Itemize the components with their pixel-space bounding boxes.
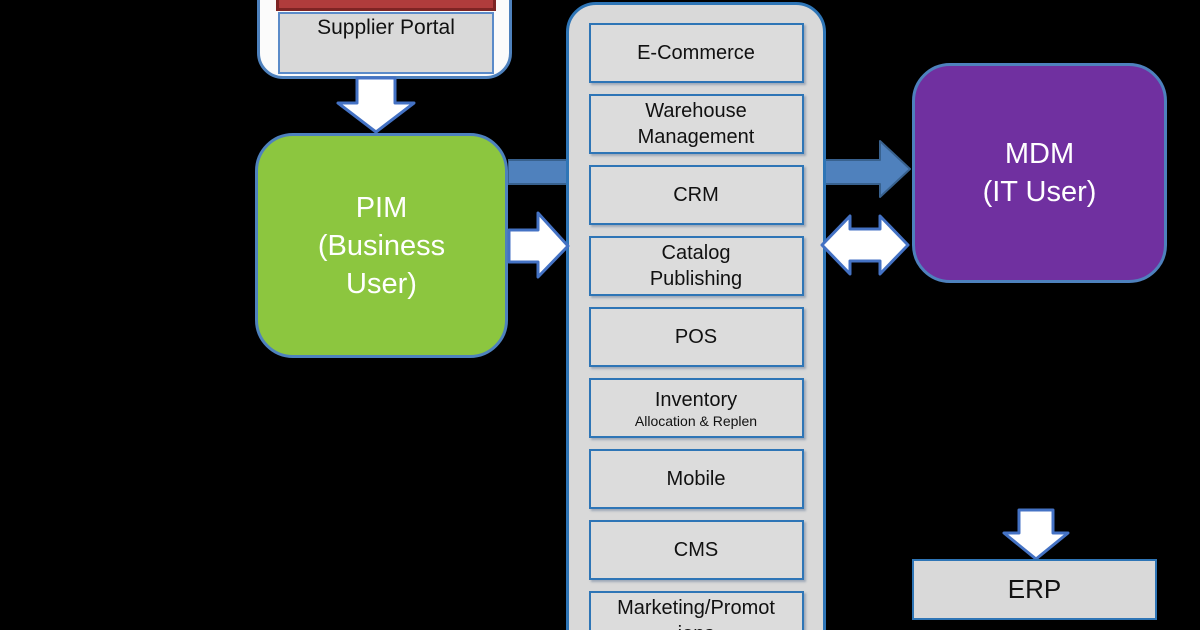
supplier-portal-group: Supplier Portal	[257, 0, 512, 79]
system-label: CMS	[673, 539, 719, 561]
system-label: Mobile	[666, 468, 726, 490]
supplier-portal-box: Supplier Portal	[278, 12, 494, 74]
pim-label-line2: (Business	[317, 229, 446, 262]
system-box-marketing-promotions: Marketing/Promot ions	[588, 591, 804, 630]
pim-box: PIM (Business User)	[255, 133, 508, 358]
system-label: ions	[678, 621, 715, 630]
system-label: E-Commerce	[637, 42, 755, 64]
system-label: CRM	[673, 184, 719, 206]
system-label: Catalog	[661, 242, 731, 264]
arrow-pim-to-systems	[507, 211, 570, 279]
pim-label-line3: User)	[346, 267, 417, 300]
erp-label: ERP	[1007, 574, 1062, 604]
mdm-box: MDM (IT User)	[912, 63, 1167, 283]
system-box-mobile: Mobile	[588, 449, 804, 509]
system-label: Management	[637, 126, 755, 148]
system-sublabel: Allocation & Replen	[634, 412, 758, 429]
system-label: Inventory	[654, 388, 738, 411]
arrow-systems-mdm-bidirectional	[820, 214, 910, 276]
erp-box: ERP	[912, 559, 1157, 620]
system-box-e-commerce: E-Commerce	[588, 23, 804, 83]
arrow-supplier-to-pim	[336, 76, 416, 134]
arrow-to-erp	[1002, 508, 1070, 561]
supplier-portal-label: Supplier Portal	[317, 16, 455, 39]
system-box-pos: POS	[588, 307, 804, 367]
system-label: Warehouse	[645, 100, 747, 122]
system-label: POS	[674, 326, 718, 348]
system-box-crm: CRM	[588, 165, 804, 225]
mdm-label-line2: (IT User)	[982, 176, 1097, 208]
mdm-label-line1: MDM	[1004, 138, 1075, 170]
system-label: Marketing/Promot	[617, 597, 775, 619]
pim-label-line1: PIM	[355, 191, 408, 224]
system-label: Publishing	[649, 268, 743, 290]
supplier-portal-header-bar	[276, 0, 496, 11]
system-box-cms: CMS	[588, 520, 804, 580]
